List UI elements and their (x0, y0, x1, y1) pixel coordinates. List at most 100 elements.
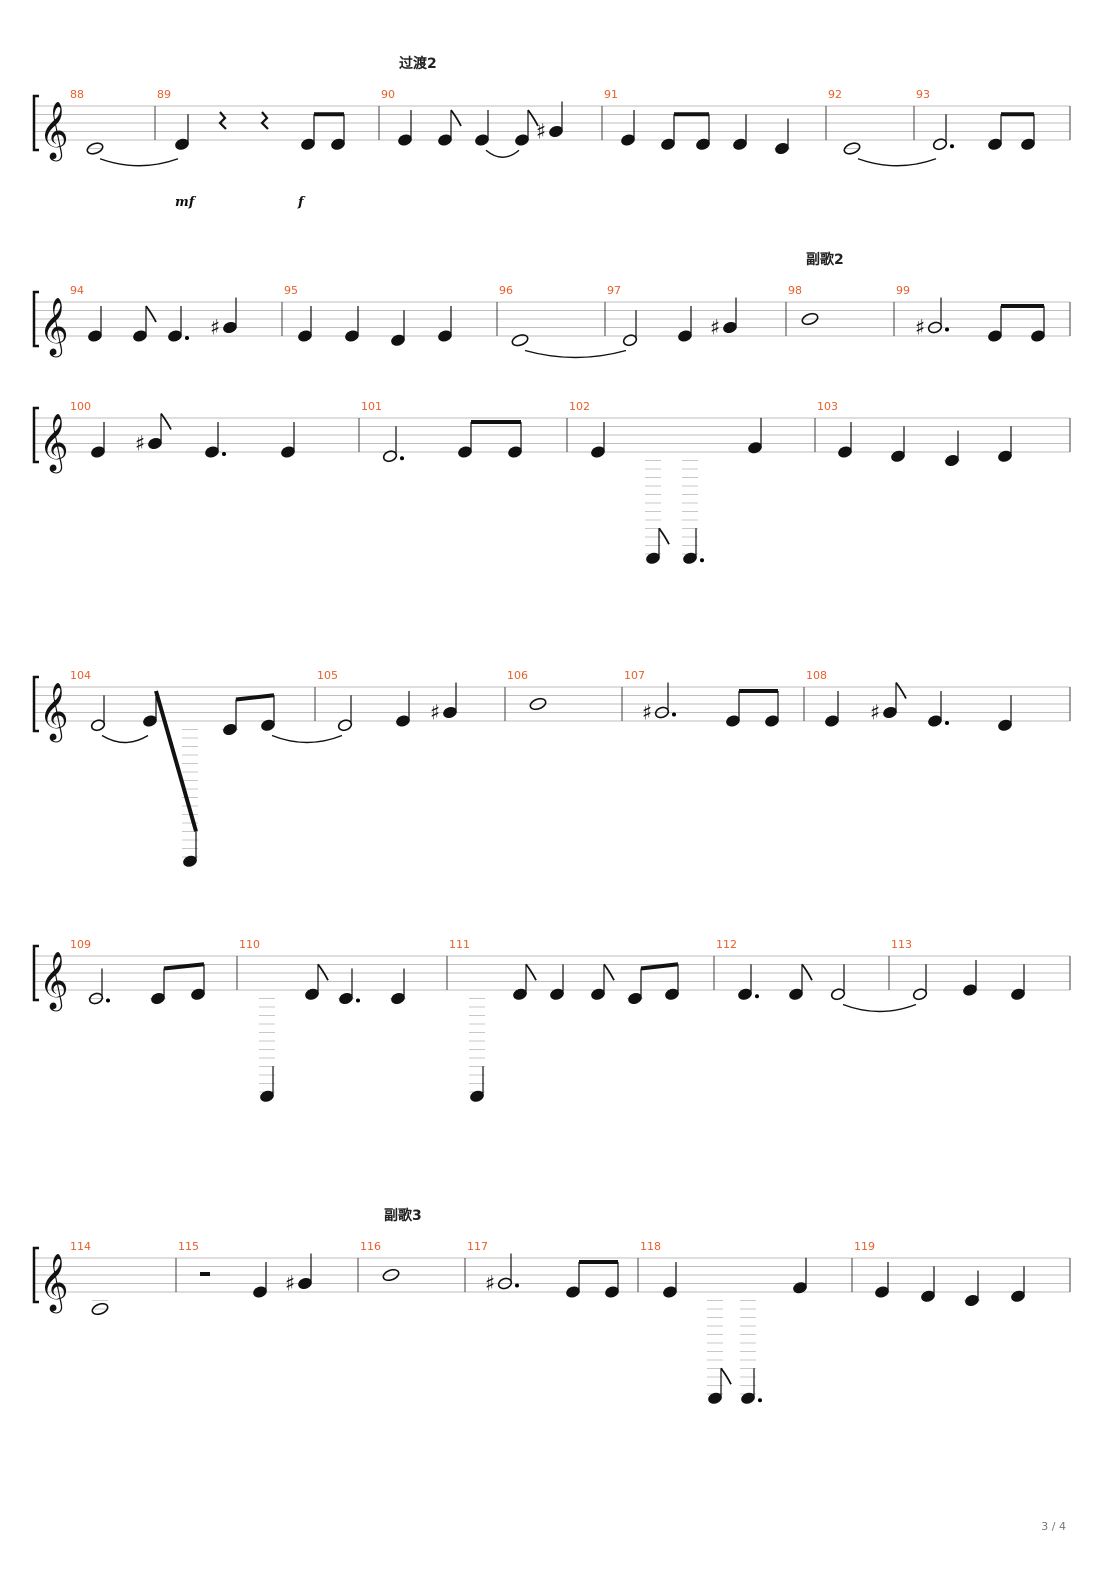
note (774, 118, 790, 155)
note (1011, 1266, 1025, 1302)
note (191, 964, 205, 1000)
dot (700, 558, 704, 563)
note (175, 114, 189, 150)
note (627, 968, 643, 1005)
note: ♯ (430, 682, 457, 725)
sharp-icon: ♯ (430, 701, 440, 725)
note (382, 426, 404, 463)
measure-number: 96 (499, 284, 513, 297)
measure-number: 116 (360, 1240, 381, 1253)
measure-number: 97 (607, 284, 621, 297)
measure-number: 100 (70, 400, 91, 413)
eighth-flag (603, 963, 615, 981)
measure-number: 103 (817, 400, 838, 413)
note (382, 1268, 400, 1282)
section-title: 过渡2 (399, 55, 437, 72)
note (932, 114, 954, 151)
note (765, 691, 779, 727)
note (988, 306, 1002, 342)
note (438, 306, 452, 342)
measure-number: 104 (70, 669, 91, 682)
sharp-icon: ♯ (536, 120, 546, 144)
eighth-flag (450, 109, 462, 127)
note-head (529, 697, 547, 711)
eighth-flag (317, 963, 329, 981)
system-bracket (32, 290, 39, 348)
note (253, 1262, 267, 1298)
measure-number: 108 (806, 669, 827, 682)
treble-clef-icon: 𝄞 (39, 682, 69, 743)
note (305, 964, 319, 1000)
dot (945, 327, 949, 332)
tie (101, 734, 149, 744)
note (1021, 114, 1035, 150)
note (90, 695, 106, 732)
note (88, 968, 110, 1005)
measure-number: 90 (381, 88, 395, 101)
eighth-flag (160, 412, 172, 430)
beam (154, 690, 198, 832)
quarter-rest-icon (218, 111, 227, 130)
note (438, 110, 452, 146)
note (301, 114, 315, 150)
eighth-flag (801, 963, 813, 981)
note-head (801, 312, 819, 326)
beam (235, 693, 275, 702)
note (133, 306, 147, 342)
note-head (91, 1302, 109, 1316)
note (298, 306, 312, 342)
measure-number: 114 (70, 1240, 91, 1253)
system-bracket (32, 944, 39, 1002)
note (964, 1270, 980, 1307)
note (469, 998, 485, 1102)
system-bracket (32, 1246, 39, 1304)
note: ♯ (485, 1253, 519, 1296)
note: ♯ (210, 297, 237, 340)
sharp-icon: ♯ (135, 432, 145, 456)
eighth-flag (720, 1367, 732, 1385)
dot (106, 998, 110, 1003)
note: ♯ (870, 682, 897, 725)
note (621, 110, 635, 146)
note (391, 310, 405, 346)
eighth-flag (525, 963, 537, 981)
note (515, 110, 529, 146)
measure-number: 98 (788, 284, 802, 297)
note (1031, 306, 1045, 342)
note (331, 114, 345, 150)
eighth-flag (145, 305, 157, 323)
treble-clef-icon: 𝄞 (39, 297, 69, 358)
dot (515, 1283, 519, 1288)
measure-number: 94 (70, 284, 84, 297)
note (838, 422, 852, 458)
sharp-icon: ♯ (210, 316, 220, 340)
note (168, 306, 189, 342)
note (678, 306, 692, 342)
note (998, 695, 1012, 731)
note (963, 960, 977, 996)
note (663, 1262, 677, 1298)
note (143, 691, 157, 727)
tie (485, 149, 520, 158)
note (205, 422, 226, 458)
note (605, 1262, 619, 1298)
measure-number: 89 (157, 88, 171, 101)
note (150, 968, 166, 1005)
note (396, 691, 410, 727)
note (801, 312, 819, 326)
sharp-icon: ♯ (915, 316, 925, 340)
note: ♯ (135, 413, 162, 456)
note-head (382, 1268, 400, 1282)
note (645, 460, 661, 564)
dot (755, 994, 759, 999)
note-head (86, 142, 104, 155)
measure-number: 113 (891, 938, 912, 951)
treble-clef-icon: 𝄞 (39, 101, 69, 162)
note (696, 114, 710, 150)
note (682, 460, 704, 564)
note (789, 964, 803, 1000)
